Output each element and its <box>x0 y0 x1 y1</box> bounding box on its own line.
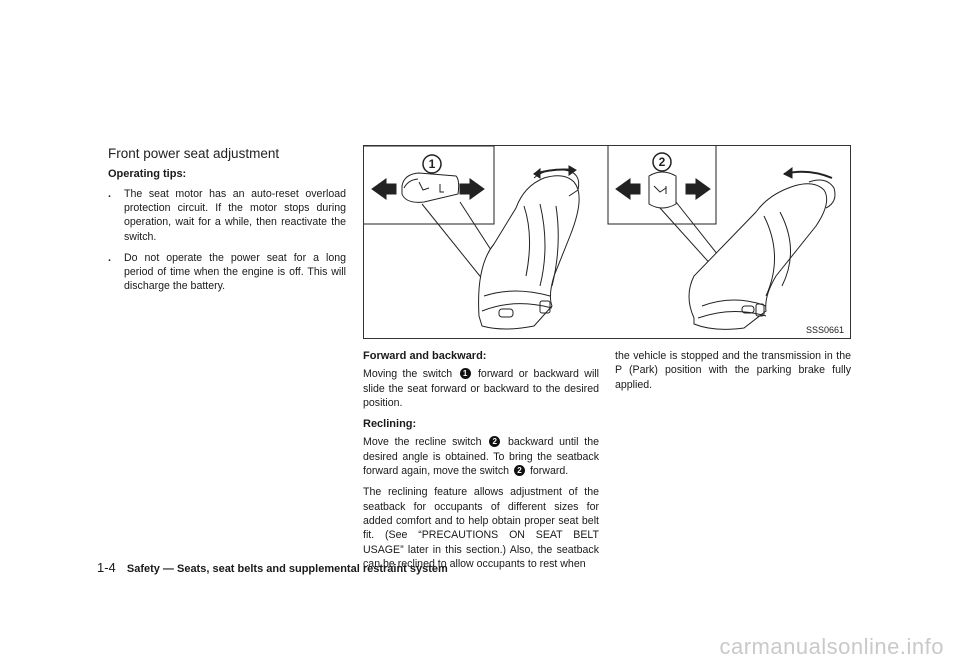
page-number: 1-4 <box>97 560 116 575</box>
reclining-text-b: backward until the desired angle is obta… <box>363 436 599 478</box>
seat-2-outline <box>688 183 828 330</box>
forward-text-b: forward or backward will slide the seat … <box>363 368 600 409</box>
reclining-heading: Reclining: <box>363 418 417 431</box>
callout-2-label: 2 <box>659 155 666 169</box>
column-right: the vehicle is stopped and the transmiss… <box>615 349 851 399</box>
forward-paragraph: Moving the switch 1 forward or backward … <box>363 367 599 410</box>
list-item: . The seat motor has an auto-reset overl… <box>108 187 346 244</box>
watermark: carmanualsonline.info <box>719 634 944 659</box>
inset-box-1 <box>364 145 495 225</box>
bullet-dot-icon: . <box>108 251 111 264</box>
footer-title: Safety — Seats, seat belts and supplemen… <box>126 563 448 575</box>
reclining-text-a: Move the recline switch <box>363 436 482 449</box>
bullet-dot-icon: . <box>108 188 111 200</box>
callout-1-icon: 1 <box>459 368 471 380</box>
list-item: . Do not operate the power seat for a lo… <box>108 251 346 294</box>
figure-code: SSS0661 <box>805 325 844 335</box>
bullet-text: The seat motor has an auto-reset overloa… <box>124 188 346 243</box>
seat-illustration-figure: 1 2 SSS0661 <box>363 145 851 339</box>
page-footer: 1-4 Safety — Seats, seat belts and suppl… <box>97 560 448 575</box>
callout-2-icon: 2 <box>513 465 525 477</box>
reclining-paragraph-1: Move the recline switch 2 backward until… <box>363 435 599 478</box>
reclining-text-c: forward. <box>529 465 569 478</box>
callout-2-badge: 2 <box>652 152 672 172</box>
slide-switch-icon <box>401 172 460 203</box>
arrow-right-icon <box>685 178 711 200</box>
callout-1-label: 1 <box>429 157 436 171</box>
arrow-left-icon <box>371 178 397 200</box>
reclining-paragraph-3: the vehicle is stopped and the transmiss… <box>615 350 851 391</box>
bullet-list: . The seat motor has an auto-reset overl… <box>108 187 346 300</box>
callout-2-icon: 2 <box>489 436 501 448</box>
forward-text-a: Moving the switch <box>363 368 453 381</box>
seat-illustration: 1 2 <box>364 145 836 330</box>
section-title: Front power seat adjustment <box>108 146 280 161</box>
column-middle: Forward and backward: Moving the switch … <box>363 349 599 578</box>
arrow-right-icon <box>459 178 485 200</box>
inset-box-2 <box>607 146 717 225</box>
arrow-left-icon <box>615 178 641 200</box>
forward-heading: Forward and backward: <box>363 350 487 362</box>
bullet-text: Do not operate the power seat for a long… <box>124 251 346 293</box>
reclining-paragraph-2: The reclining feature allows adjustment … <box>363 486 599 570</box>
operating-tips-heading: Operating tips: <box>108 168 187 180</box>
callout-1-badge: 1 <box>422 154 442 174</box>
